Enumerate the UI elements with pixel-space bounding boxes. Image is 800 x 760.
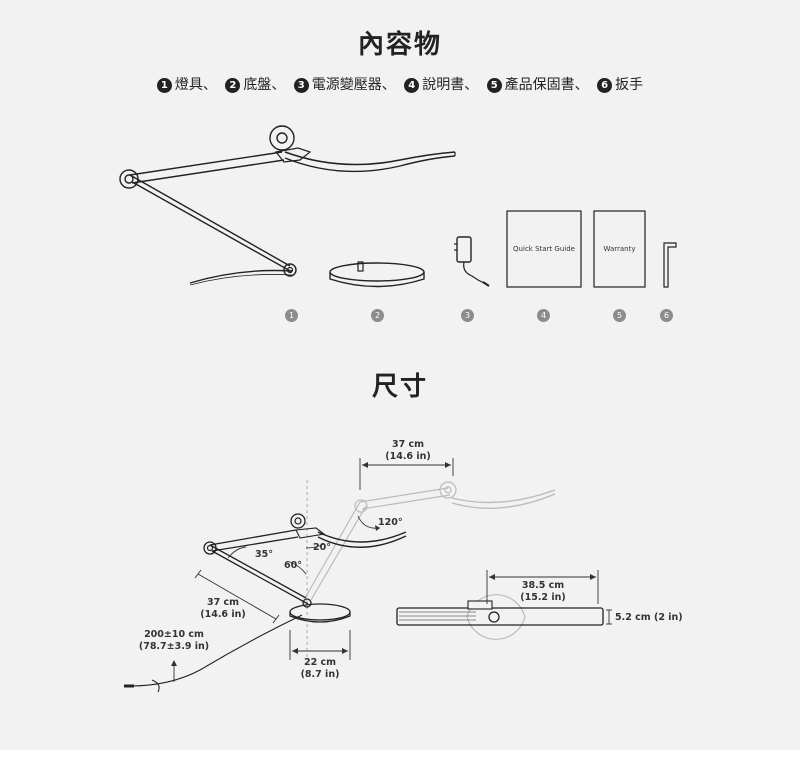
cable-length-label: 200±10 cm (78.7±3.9 in) <box>138 629 210 652</box>
base-diameter-label: 22 cm (8.7 in) <box>300 657 340 680</box>
badge-3: 3 <box>461 309 474 322</box>
quick-start-guide-illustration <box>506 210 582 288</box>
badge-2: 2 <box>371 309 384 322</box>
wrench-illustration <box>663 242 677 288</box>
warranty-card-illustration <box>593 210 646 288</box>
dimensions-title: 尺寸 <box>371 372 428 402</box>
base-plate-illustration <box>329 261 425 288</box>
lamp-illustration <box>119 125 456 286</box>
quick-start-guide-label: Quick Start Guide <box>513 245 575 253</box>
badge-5: 5 <box>613 309 626 322</box>
head-thickness-label: 5.2 cm (2 in) <box>615 612 683 623</box>
arm-length-label: 37 cm (14.6 in) <box>200 597 246 620</box>
top-view-illustration <box>396 570 612 640</box>
badge-4: 4 <box>537 309 550 322</box>
head-width-label: 37 cm (14.6 in) <box>385 439 431 462</box>
angle-120-label: 120° <box>378 517 403 528</box>
side-view-illustration <box>124 458 556 693</box>
badge-1: 1 <box>285 309 298 322</box>
bottom-band <box>0 750 800 760</box>
warranty-label: Warranty <box>603 245 636 253</box>
top-length-label: 38.5 cm (15.2 in) <box>520 580 566 603</box>
angle-35-label: 35° <box>255 549 273 560</box>
angle-60-label: 60° <box>284 560 302 571</box>
badge-6: 6 <box>660 309 673 322</box>
angle-20-label: 20° <box>313 542 331 553</box>
power-adapter-illustration <box>454 236 490 287</box>
contents-title: 內容物 <box>357 30 442 60</box>
